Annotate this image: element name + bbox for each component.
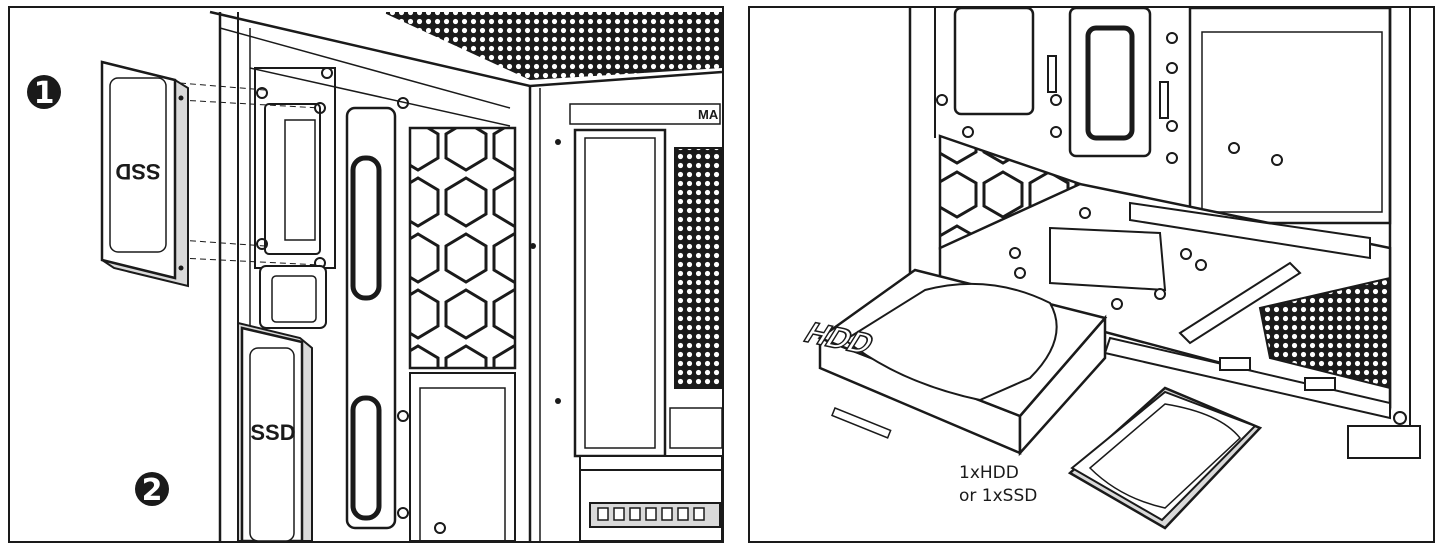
left-illustration-panel: MA SSD SSD 1 <box>8 6 724 543</box>
right-illustration-panel: HDD 1xHDD or 1xSSD <box>748 6 1435 543</box>
ssd-drive <box>1067 386 1263 530</box>
hdd-drive: HDD <box>797 268 1108 457</box>
svg-text:1: 1 <box>34 76 55 111</box>
mirrored-ssd-label: SSD <box>115 159 160 184</box>
case-brand-text: MA <box>698 107 719 122</box>
installed-ssd: SSD <box>237 321 313 541</box>
right-case-drawing: HDD <box>797 8 1421 530</box>
capacity-caption-line1: 1xHDD <box>959 463 1019 483</box>
step-two-badge: 2 <box>135 472 169 508</box>
floor-mesh-grill <box>1258 276 1391 390</box>
alignment-guides <box>179 82 321 266</box>
top-mesh-grill <box>382 12 722 80</box>
hex-cutout-panel <box>408 126 517 370</box>
capacity-caption-line2: or 1xSSD <box>959 486 1038 506</box>
front-mesh-grill <box>674 147 722 389</box>
detached-ssd: SSD <box>100 60 189 288</box>
step-one-badge: 1 <box>27 75 61 111</box>
installed-ssd-label: SSD <box>250 420 295 445</box>
svg-text:2: 2 <box>142 473 163 508</box>
left-case-drawing: MA SSD SSD 1 <box>27 10 722 541</box>
